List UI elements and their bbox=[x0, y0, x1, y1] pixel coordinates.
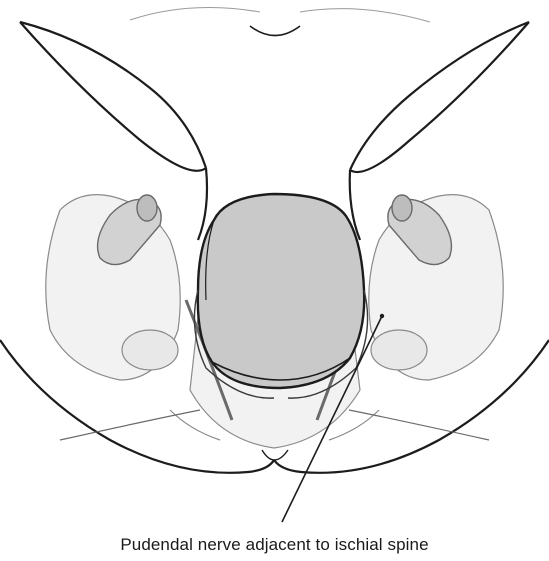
diagram-caption: Pudendal nerve adjacent to ischial spine bbox=[0, 535, 549, 555]
abdomen-contour bbox=[20, 8, 529, 171]
ischial-spine-marker bbox=[380, 314, 384, 318]
fetal-head bbox=[198, 194, 364, 388]
